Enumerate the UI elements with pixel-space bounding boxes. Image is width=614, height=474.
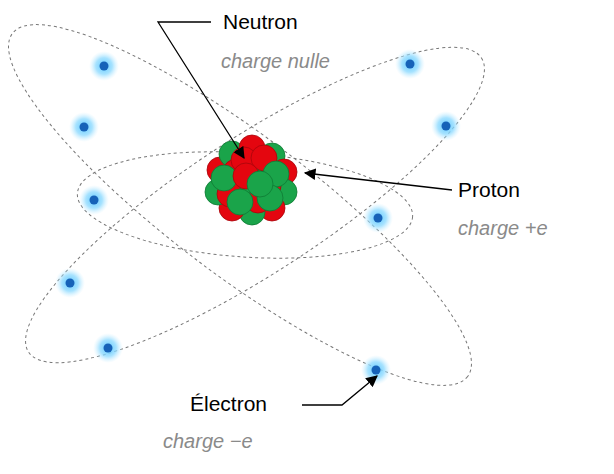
electron-group (55, 49, 461, 385)
leader-line (158, 22, 244, 158)
orbit-path (0, 1, 518, 409)
orbit-path (0, 0, 510, 432)
electron-dot (69, 112, 99, 142)
electron-dot (361, 355, 391, 385)
orbit-path (74, 141, 416, 268)
part-name: Électron (190, 392, 267, 415)
electron-dot (89, 51, 119, 81)
leader-line (305, 173, 452, 190)
electron-dot (55, 268, 85, 298)
electron-dot (93, 333, 123, 363)
nucleus (205, 135, 297, 225)
electron-dot (431, 111, 461, 141)
leader-lines (158, 22, 452, 405)
electron-dot (395, 49, 425, 79)
neutron-ball (227, 189, 253, 215)
orbit-group (0, 0, 518, 432)
charge-note: charge −e (163, 430, 253, 452)
electron-dot (363, 203, 393, 233)
leader-line (302, 376, 377, 405)
part-name: Proton (458, 178, 520, 201)
charge-note: charge nulle (221, 50, 330, 72)
part-name: Neutron (223, 10, 298, 33)
electron-dot (79, 185, 109, 215)
neutron-ball (247, 171, 273, 197)
charge-note: charge +e (458, 217, 548, 239)
